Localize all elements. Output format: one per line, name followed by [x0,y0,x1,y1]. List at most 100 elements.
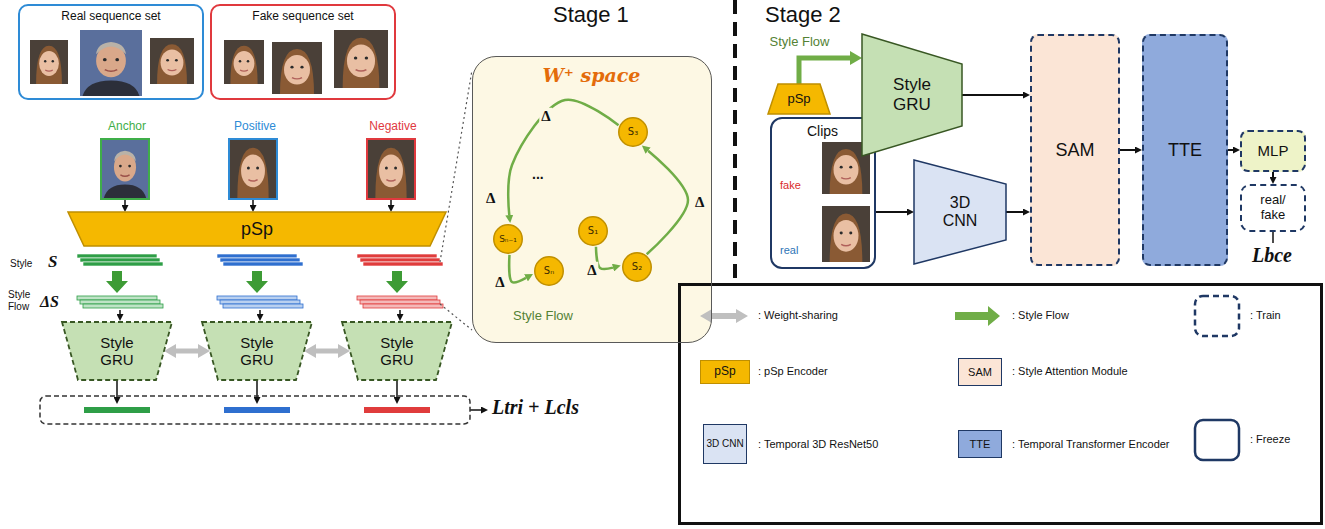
connector [316,349,338,354]
arrow [119,310,121,314]
connector [799,58,850,84]
edge-label: Δ [693,194,706,211]
flow-bar [77,296,157,300]
swatch-label: SAM [968,366,992,379]
face-photo [822,206,870,262]
node-text: S₂ [632,261,642,273]
face-photo [102,140,148,198]
connector [124,200,126,205]
arrow [116,380,118,397]
swatch-label: pSp [714,365,735,379]
mlp-block: MLP [1240,130,1306,172]
node-text: fake [780,179,801,192]
face-photo [230,140,276,198]
edge-label: Δ [585,262,598,279]
flow-arrow [386,271,408,293]
flow-bar [360,300,440,304]
legend-text: : Temporal Transformer Encoder [1012,438,1170,451]
legend-text: : Style Attention Module [1012,365,1128,378]
flow-bar [80,300,160,304]
node-shape [342,322,452,380]
gru-block: Style GRU [202,322,312,380]
node-text: MLP [1258,142,1289,159]
connector [1272,172,1274,177]
node-text: Negative [343,120,443,134]
style-node: Sₙ [534,256,564,286]
gru-block: Style GRU [62,322,172,380]
face-image: Positive [228,138,278,200]
node-shape [535,257,564,286]
arrow [259,310,261,314]
edge-label: Style Flow [768,35,832,49]
style-bar [363,262,443,266]
face-image: Anchor [100,138,150,200]
node-text: S₃ [628,126,638,138]
connector [390,200,392,205]
connector [252,200,254,205]
style-bar [77,254,157,258]
connector [176,349,198,354]
node-text: Positive [205,120,305,134]
node-shape [914,160,1006,264]
flow-bar [83,304,163,308]
node-shape [579,217,608,246]
node-text: Sₙ [544,265,554,277]
gru-block: Style GRU [342,322,452,380]
legend-text: : Train [1250,309,1281,322]
style-node: S₂ [622,252,652,282]
style-bar [83,262,163,266]
connector [1228,149,1233,151]
face-image: Negative [366,138,416,200]
arrow [396,380,398,397]
node-shape [62,322,172,380]
annotation: ΔS [40,293,59,311]
node-text: Style GRU [227,334,287,369]
node-text: Anchor [77,120,177,134]
connector [647,151,688,255]
node-text: W⁺ space [473,65,710,87]
face-photo [80,30,142,96]
edge-label: Δ [539,107,552,124]
legend-swatch: SAM [958,358,1002,386]
style-bar [223,262,303,266]
annotation: Ltri + Lcls [492,396,579,419]
legend-frame [680,285,1322,524]
node-shape [768,84,830,114]
annotation: Lbce [1252,244,1292,267]
flow-bar [217,296,297,300]
node-shape [862,34,962,156]
node-shape [202,322,312,380]
legend-solid-box [1195,420,1239,460]
legend-double-arrow [700,309,748,323]
style-flow-bars [77,296,443,308]
edge-label: Δ [493,274,506,291]
connector [508,100,618,215]
legend-text: : Weight-sharing [758,309,838,322]
node-shape [619,118,648,147]
encoder-block: pSp [768,84,830,114]
face-photo [272,42,322,94]
legend-text: : Style Flow [1012,309,1069,322]
legend-dashed-box [1195,296,1239,336]
cnn-block: 3D CNN [914,160,1006,264]
connector [1120,149,1135,151]
embedding-bar [364,407,430,413]
flow-bar [363,304,443,308]
node-text: Style GRU [882,75,942,114]
node-text: S₁ [588,225,598,237]
node-text: real/ fake [1248,193,1298,223]
flow-arrow [106,271,128,293]
panel-ground [472,56,712,343]
encoder-block: pSp [68,212,446,246]
clips-box: Clipsfakereal [770,117,876,269]
set-box: Fake sequence set [210,4,396,100]
zoom-leader [440,70,472,262]
face-photo [368,140,414,198]
node-text: real [780,244,798,257]
node-text: pSp [787,92,810,107]
face-photo [30,40,68,84]
annotation: Style Flow [8,289,40,312]
style-bar [217,254,297,258]
node-shape [623,253,652,282]
